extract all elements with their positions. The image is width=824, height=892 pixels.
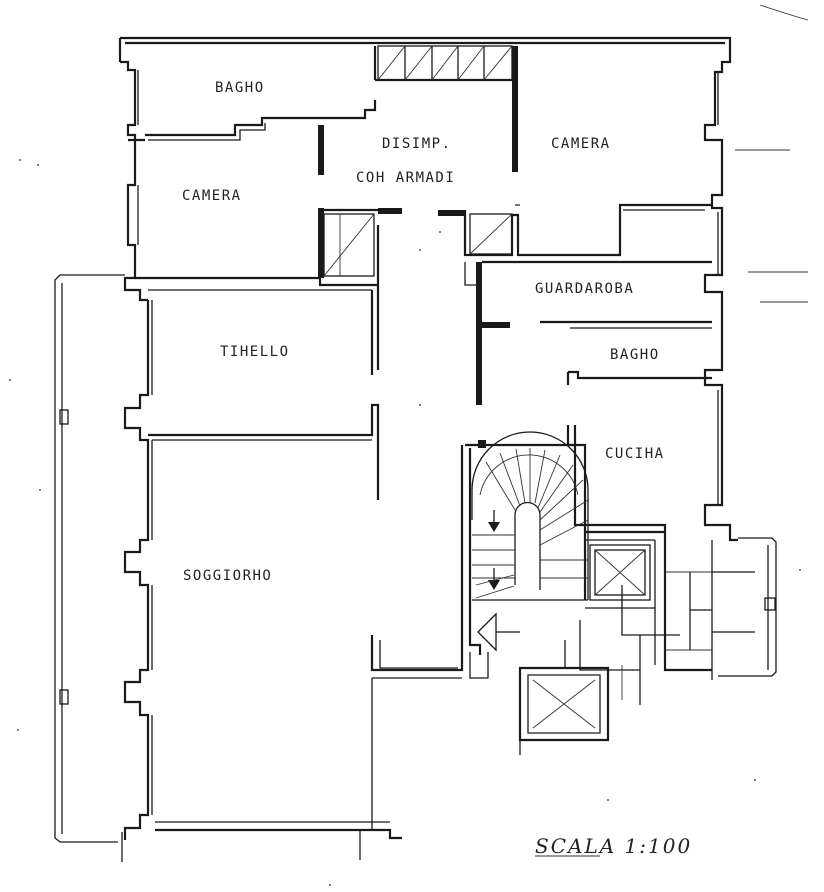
room-labels: BAGHO DISIMP. COH ARMADI CAMERA CAMERA G… xyxy=(182,80,665,584)
scale-label: SCALA 1:100 xyxy=(535,834,692,858)
label-soggiorno: SOGGIORHO xyxy=(183,568,272,584)
internal-walls xyxy=(128,46,712,830)
label-bagno-top: BAGHO xyxy=(215,80,265,96)
label-bagno-right: BAGHO xyxy=(610,347,660,363)
label-cucina: CUCIHA xyxy=(605,446,665,462)
label-disimpegno-sub: COH ARMADI xyxy=(356,170,455,186)
elevator-shaft-2 xyxy=(532,679,596,729)
label-tinello: TIHELLO xyxy=(220,344,290,360)
riser-lines xyxy=(621,571,712,700)
spiral-staircase xyxy=(471,431,589,652)
balcony-right xyxy=(711,537,777,680)
scan-marks xyxy=(9,4,809,886)
elevator-shaft-1 xyxy=(589,544,651,601)
label-guardaroba: GUARDAROBA xyxy=(535,281,634,297)
outer-walls xyxy=(118,36,738,862)
wardrobe-closets xyxy=(323,45,513,277)
balcony-left xyxy=(54,274,125,843)
label-disimpegno: DISIMP. xyxy=(382,136,452,152)
label-camera-right: CAMERA xyxy=(551,136,611,152)
label-camera-left: CAMERA xyxy=(182,188,242,204)
